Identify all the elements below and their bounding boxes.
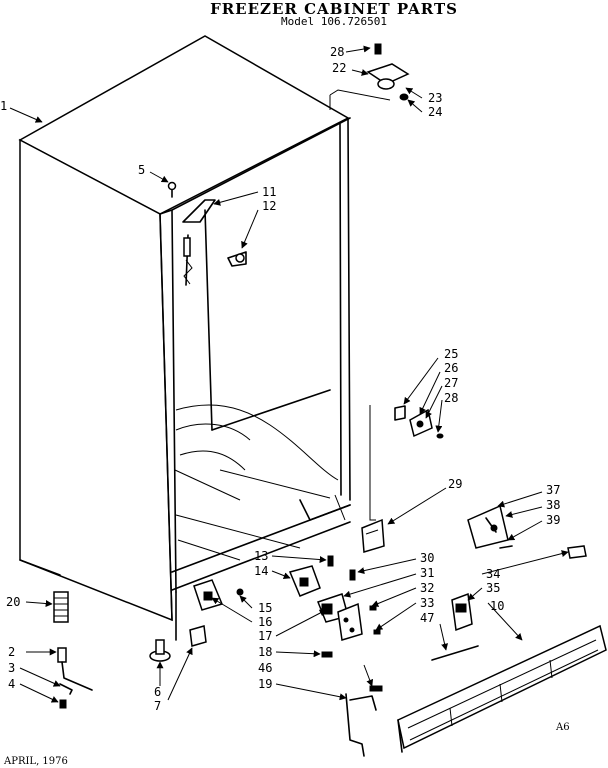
part-18-screw	[321, 651, 333, 658]
part-13-screw	[327, 555, 334, 567]
callout-1: 1	[0, 99, 7, 113]
callout-24: 24	[428, 105, 442, 119]
part-7	[189, 625, 207, 647]
callout-18: 18	[258, 645, 272, 659]
callout-35: 35	[486, 581, 500, 595]
callout-2: 2	[8, 645, 15, 659]
callout-11: 11	[262, 185, 276, 199]
callout-17: 17	[258, 629, 272, 643]
leg-6	[149, 639, 171, 662]
callout-47: 47	[420, 611, 434, 625]
footer-date: APRIL, 1976	[3, 756, 68, 767]
callout-19: 19	[258, 677, 272, 691]
callout-32: 32	[420, 581, 434, 595]
top-hinge-assembly	[329, 43, 410, 110]
screw-5	[167, 181, 177, 198]
callout-7: 7	[154, 699, 161, 713]
thermostat-block-17	[317, 569, 381, 641]
part-29-plate	[361, 518, 385, 553]
part-16-bracket	[193, 579, 244, 611]
diagram-title: FREEZER CABINET PARTS	[210, 0, 458, 18]
callout-23: 23	[428, 91, 442, 105]
grille-10	[397, 624, 607, 753]
callout-28-top: 28	[330, 45, 344, 59]
callout-38: 38	[546, 498, 560, 512]
clip-3	[59, 683, 73, 695]
callout-33: 33	[420, 596, 434, 610]
callout-31: 31	[420, 566, 434, 580]
rod-47	[431, 645, 479, 661]
model-number: Model 106.726501	[281, 15, 387, 28]
switch-35	[451, 592, 473, 632]
callout-13: 13	[254, 549, 268, 563]
callout-26: 26	[444, 361, 458, 375]
callout-46: 46	[258, 661, 272, 675]
callout-28-mid: 28	[444, 391, 458, 405]
callout-29: 29	[448, 477, 462, 491]
leader-lines	[9, 45, 569, 703]
callout-10: 10	[490, 599, 504, 613]
callout-4: 4	[8, 677, 15, 691]
hinge-bracket-37	[467, 504, 513, 549]
callout-5: 5	[138, 163, 145, 177]
callout-22: 22	[332, 61, 346, 75]
callout-37: 37	[546, 483, 560, 497]
catch-assembly-11	[182, 199, 216, 286]
part-19-bracket	[345, 685, 383, 757]
callout-14: 14	[254, 564, 268, 578]
part-14-housing	[288, 565, 321, 597]
part-12-bracket	[227, 251, 247, 267]
mid-hinge-assembly	[369, 405, 444, 521]
callout-27: 27	[444, 376, 458, 390]
callout-12: 12	[262, 199, 276, 213]
callout-15: 15	[258, 601, 272, 615]
small-part-34	[567, 545, 587, 559]
callout-6: 6	[154, 685, 161, 699]
footer-code: A6	[555, 722, 570, 733]
callout-25: 25	[444, 347, 458, 361]
cabinet-shell	[18, 35, 351, 622]
callout-3: 3	[8, 661, 15, 675]
callout-39: 39	[546, 513, 560, 527]
callout-20: 20	[6, 595, 20, 609]
screw-4	[59, 699, 67, 709]
callout-labels: 1 2 3 4 5 6 7 10 11 12 13 14 15 16 17 18…	[0, 45, 560, 713]
drain-tube-2	[57, 647, 93, 691]
callout-34: 34	[486, 567, 500, 581]
callout-16: 16	[258, 615, 272, 629]
callout-30: 30	[420, 551, 434, 565]
leveling-leg-20	[53, 591, 69, 623]
